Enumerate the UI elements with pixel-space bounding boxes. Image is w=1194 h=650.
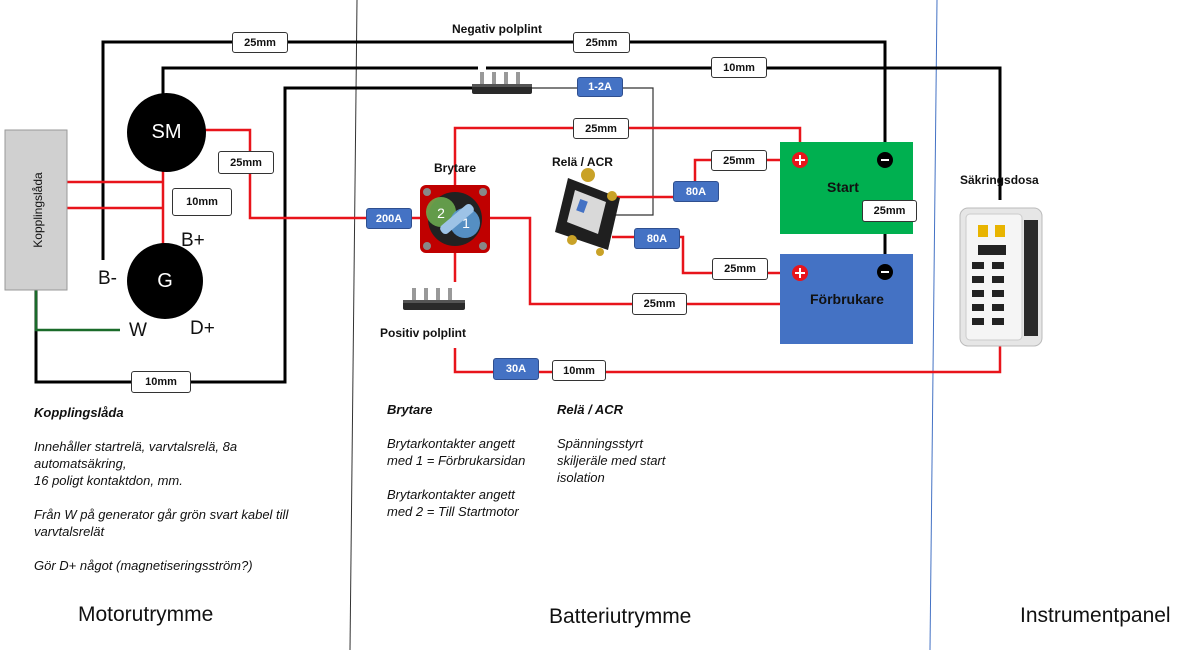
cable-label-neg-to-panel: 10mm (711, 57, 767, 78)
cable-label-switch-to-forbrukare: 25mm (632, 293, 687, 315)
cable-label-pos-to-fusebox: 10mm (552, 360, 606, 381)
zone-divider-right (929, 0, 938, 650)
brytare-title: Brytare (434, 161, 477, 175)
cable-label-neg-between-batteries: 25mm (862, 200, 917, 222)
notes-rela: Relä / ACR Spänningsstyrt skiljerälе med… (557, 401, 717, 503)
terminal-b-plus: B+ (181, 230, 205, 251)
start-minus-terminal (877, 152, 893, 168)
sakringsdosa-title: Säkringsdosa (960, 173, 1039, 187)
negativ-polplint-image (472, 72, 532, 94)
start-plus-terminal (792, 152, 808, 168)
switch-position-2: 2 (437, 205, 445, 221)
zone-motorutrymme: Motorutrymme (78, 603, 214, 626)
notes-brytare-heading: Brytare (387, 402, 433, 417)
fuse-80a-forbrukare: 80A (634, 228, 680, 249)
fuse-200a: 200A (366, 208, 412, 229)
sakringsdosa-image (959, 207, 1043, 347)
forbrukare-minus-terminal (877, 264, 893, 280)
terminal-d-plus: D+ (190, 318, 215, 339)
kopplingslada-label: Kopplingslåda (31, 172, 45, 248)
cable-label-switch-to-start: 25mm (573, 118, 629, 139)
cable-label-top-right: 25mm (573, 32, 630, 53)
battery-switch-image (420, 185, 490, 253)
notes-brytare: Brytare Brytarkontakter angett med 1 = F… (387, 401, 547, 537)
forbrukare-battery-label: Förbrukare (810, 291, 884, 307)
fuse-1-2a: 1-2A (577, 77, 623, 97)
acr-relay-image (555, 168, 620, 256)
notes-kopplingslada-line2: Från W på generator går grön svart kabel… (34, 507, 289, 539)
cable-label-sm-to-switch: 25mm (218, 151, 274, 174)
notes-kopplingslada-line3: Gör D+ något (magnetiseringsström?) (34, 558, 253, 573)
cable-label-g-to-neg: 10mm (131, 371, 191, 393)
negative-wires (34, 40, 1002, 384)
start-battery-label: Start (827, 179, 859, 195)
notes-kopplingslada-heading: Kopplingslåda (34, 405, 124, 420)
fuse-80a-start: 80A (673, 181, 719, 202)
cable-label-top-left: 25mm (232, 32, 288, 53)
switch-position-1: 1 (462, 215, 470, 231)
zone-instrumentpanel: Instrumentpanel (1020, 604, 1171, 627)
notes-rela-line1: Spänningsstyrt skiljerälе med start isol… (557, 436, 666, 485)
generator-label: G (157, 269, 173, 292)
fuse-30a: 30A (493, 358, 539, 380)
notes-kopplingslada: Kopplingslåda Innehåller startrelä, varv… (34, 404, 334, 591)
starter-motor-label: SM (151, 121, 182, 143)
notes-brytare-line1: Brytarkontakter angett med 1 = Förbrukar… (387, 436, 526, 468)
terminal-w: W (129, 320, 147, 341)
zone-divider-left (349, 0, 358, 650)
notes-brytare-line2: Brytarkontakter angett med 2 = Till Star… (387, 487, 519, 519)
notes-kopplingslada-line1: Innehåller startrelä, varvtalsrelä, 8a a… (34, 439, 238, 488)
rela-title: Relä / ACR (552, 155, 613, 169)
kopplingslada-box (4, 129, 68, 291)
zone-batteriutrymme: Batteriutrymme (549, 605, 692, 628)
starter-motor: SM (127, 93, 206, 172)
w-signal-wire (34, 290, 120, 332)
positiv-polplint-title: Positiv polplint (380, 326, 466, 340)
positiv-polplint-image (403, 288, 465, 310)
generator: G (127, 243, 203, 319)
cable-label-kopplingslada-to-g: 10mm (172, 188, 232, 216)
forbrukare-plus-terminal (792, 265, 808, 281)
negativ-polplint-title: Negativ polplint (452, 22, 542, 36)
terminal-b-minus: B- (98, 268, 117, 289)
cable-label-acr-to-forbrukare: 25mm (712, 258, 768, 280)
cable-label-acr-to-start: 25mm (711, 150, 767, 171)
notes-rela-heading: Relä / ACR (557, 402, 623, 417)
